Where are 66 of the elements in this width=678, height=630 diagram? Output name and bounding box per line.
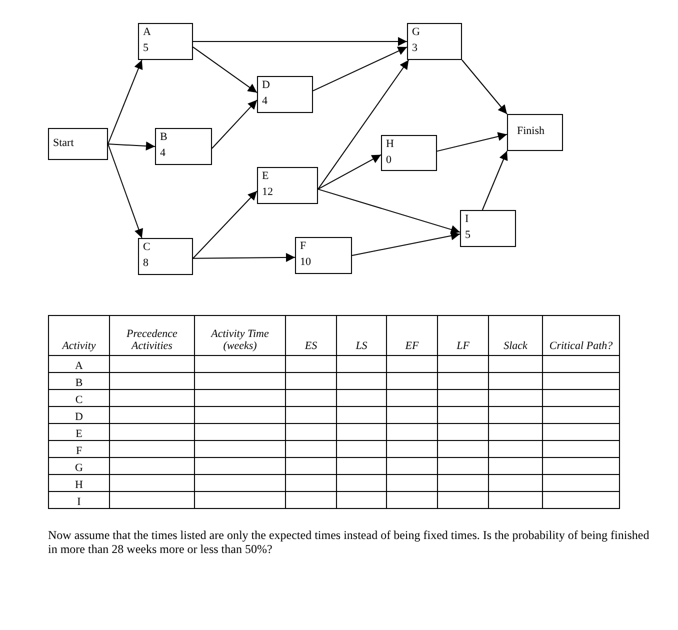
activity-duration: 5 bbox=[465, 229, 470, 241]
activity-box bbox=[295, 237, 352, 274]
activity-box bbox=[138, 238, 193, 275]
arrow bbox=[318, 154, 382, 190]
arrow bbox=[352, 231, 460, 256]
activity-letter: I bbox=[465, 213, 469, 225]
arrow bbox=[312, 46, 408, 92]
node-label: Finish bbox=[517, 125, 545, 137]
arrow bbox=[192, 46, 258, 94]
activity-box bbox=[460, 210, 516, 247]
activity-letter: F bbox=[76, 445, 82, 457]
column-header: Slack bbox=[504, 340, 528, 352]
activity-box bbox=[155, 128, 212, 165]
activity-letter: B bbox=[160, 131, 168, 143]
arrow bbox=[318, 188, 460, 234]
activity-letter: H bbox=[386, 138, 394, 150]
activity-letter: H bbox=[75, 479, 83, 491]
activity-duration: 10 bbox=[300, 256, 311, 268]
terminal-box bbox=[48, 128, 108, 160]
column-header: EF bbox=[405, 340, 419, 352]
activity-duration: 3 bbox=[412, 42, 418, 54]
arrow bbox=[192, 190, 258, 259]
activity-letter: G bbox=[75, 462, 83, 474]
activity-duration: 0 bbox=[386, 154, 392, 166]
column-header: Critical Path? bbox=[549, 340, 613, 352]
question-text: Now assume that the times listed are only the expected times instead of being fixed times. Is the probability of being finished in more than 28 weeks more or less than 50%? bbox=[48, 528, 650, 556]
activity-box bbox=[257, 76, 313, 113]
node-label: Start bbox=[53, 137, 74, 149]
activity-duration: 4 bbox=[262, 95, 268, 107]
activity-letter: D bbox=[75, 411, 83, 423]
activity-letter: F bbox=[300, 240, 306, 252]
activity-letter: E bbox=[262, 170, 269, 182]
activity-box bbox=[407, 23, 462, 60]
activity-letter: E bbox=[76, 428, 82, 440]
activity-letter: A bbox=[143, 26, 151, 38]
arrow bbox=[482, 150, 508, 210]
arrow bbox=[212, 100, 258, 149]
activity-box bbox=[381, 135, 437, 171]
activity-letter: C bbox=[143, 241, 150, 253]
terminal-box bbox=[507, 114, 563, 151]
activity-letter: G bbox=[412, 26, 420, 38]
column-header: ES bbox=[304, 340, 318, 352]
activity-letter: I bbox=[77, 496, 81, 508]
arrow bbox=[108, 144, 144, 238]
arrow bbox=[192, 37, 408, 46]
arrow bbox=[108, 142, 156, 151]
activity-duration: 5 bbox=[143, 42, 148, 54]
activity-letter: B bbox=[75, 377, 83, 389]
activity-letter: A bbox=[75, 360, 83, 372]
column-header: Activity Time (weeks) bbox=[211, 328, 269, 352]
activity-duration: 4 bbox=[160, 147, 166, 159]
arrow bbox=[318, 60, 410, 190]
column-header: Activity bbox=[62, 340, 96, 352]
column-header: Precedence Activities bbox=[126, 328, 178, 352]
column-header: LS bbox=[356, 340, 368, 352]
arrow bbox=[462, 60, 508, 114]
column-header: LF bbox=[456, 340, 470, 352]
activity-box bbox=[138, 23, 193, 60]
activity-box bbox=[257, 167, 318, 204]
activity-letter: C bbox=[75, 394, 83, 406]
activity-letter: D bbox=[262, 79, 270, 91]
activity-duration: 12 bbox=[262, 186, 273, 198]
arrow bbox=[108, 60, 143, 144]
arrow bbox=[436, 132, 508, 152]
activity-duration: 8 bbox=[143, 257, 148, 269]
arrow bbox=[192, 252, 296, 262]
